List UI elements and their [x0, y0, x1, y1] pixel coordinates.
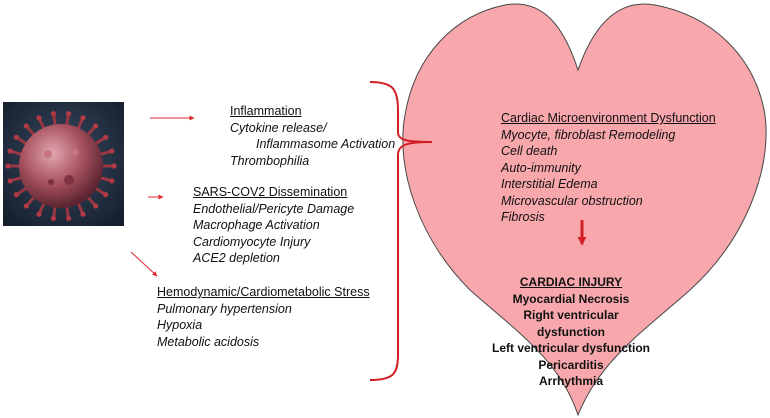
- curly-bracket: [369, 81, 433, 381]
- hemodynamic-item: Metabolic acidosis: [157, 334, 260, 349]
- dissemination-title: SARS-COV2 Dissemination: [193, 185, 348, 199]
- cardiac-injury-item: Right ventricular dysfunction: [523, 308, 619, 339]
- microenvironment-item: Auto-immunity: [501, 160, 581, 175]
- microenvironment-item: Interstitial Edema: [501, 177, 598, 191]
- dissemination-item: Endothelial/Pericyte Damage: [193, 201, 355, 216]
- hemodynamic-title: Hemodynamic/Cardiometabolic Stress: [157, 285, 370, 299]
- hemodynamic-item: Hypoxia: [157, 318, 203, 332]
- inflammation-item: Inflammasome Activation: [256, 137, 396, 151]
- dissemination-item: Cardiomyocyte Injury: [193, 234, 311, 249]
- heart-shape: [402, 3, 767, 417]
- microenvironment-item: Fibrosis: [501, 210, 545, 224]
- dissemination-block: SARS-COV2 Dissemination Endothelial/Peri…: [193, 184, 354, 267]
- virus-icon: [3, 102, 124, 226]
- dissemination-item: ACE2 depletion: [193, 251, 280, 265]
- inflammation-block: Inflammation Cytokine release/ Inflammas…: [230, 103, 395, 169]
- cardiac-injury-title: CARDIAC INJURY: [519, 275, 623, 289]
- inflammation-item: Thrombophilia: [230, 153, 310, 168]
- microenvironment-item: Myocyte, fibroblast Remodeling: [501, 127, 676, 142]
- cardiac-injury-block: CARDIAC INJURY Myocardial Necrosis Right…: [488, 274, 654, 390]
- hemodynamic-item: Pulmonary hypertension: [157, 301, 292, 316]
- cardiac-injury-item: Left ventricular dysfunction: [491, 341, 651, 355]
- arrow-to-hemodynamic: [130, 251, 158, 277]
- dissemination-item: Macrophage Activation: [193, 218, 320, 232]
- cardiac-injury-item: Myocardial Necrosis: [512, 291, 630, 306]
- cardiac-injury-item: Pericarditis: [538, 357, 604, 372]
- microenvironment-title: Cardiac Microenvironment Dysfunction: [501, 111, 716, 125]
- hemodynamic-block: Hemodynamic/Cardiometabolic Stress Pulmo…: [157, 284, 370, 350]
- inflammation-item: Cytokine release/: [230, 120, 327, 135]
- inflammation-title: Inflammation: [230, 104, 302, 118]
- microenvironment-item: Cell death: [501, 144, 558, 158]
- microenvironment-block: Cardiac Microenvironment Dysfunction Myo…: [501, 110, 716, 226]
- cardiac-injury-item: Arrhythmia: [538, 374, 603, 388]
- microenvironment-item: Microvascular obstruction: [501, 193, 643, 208]
